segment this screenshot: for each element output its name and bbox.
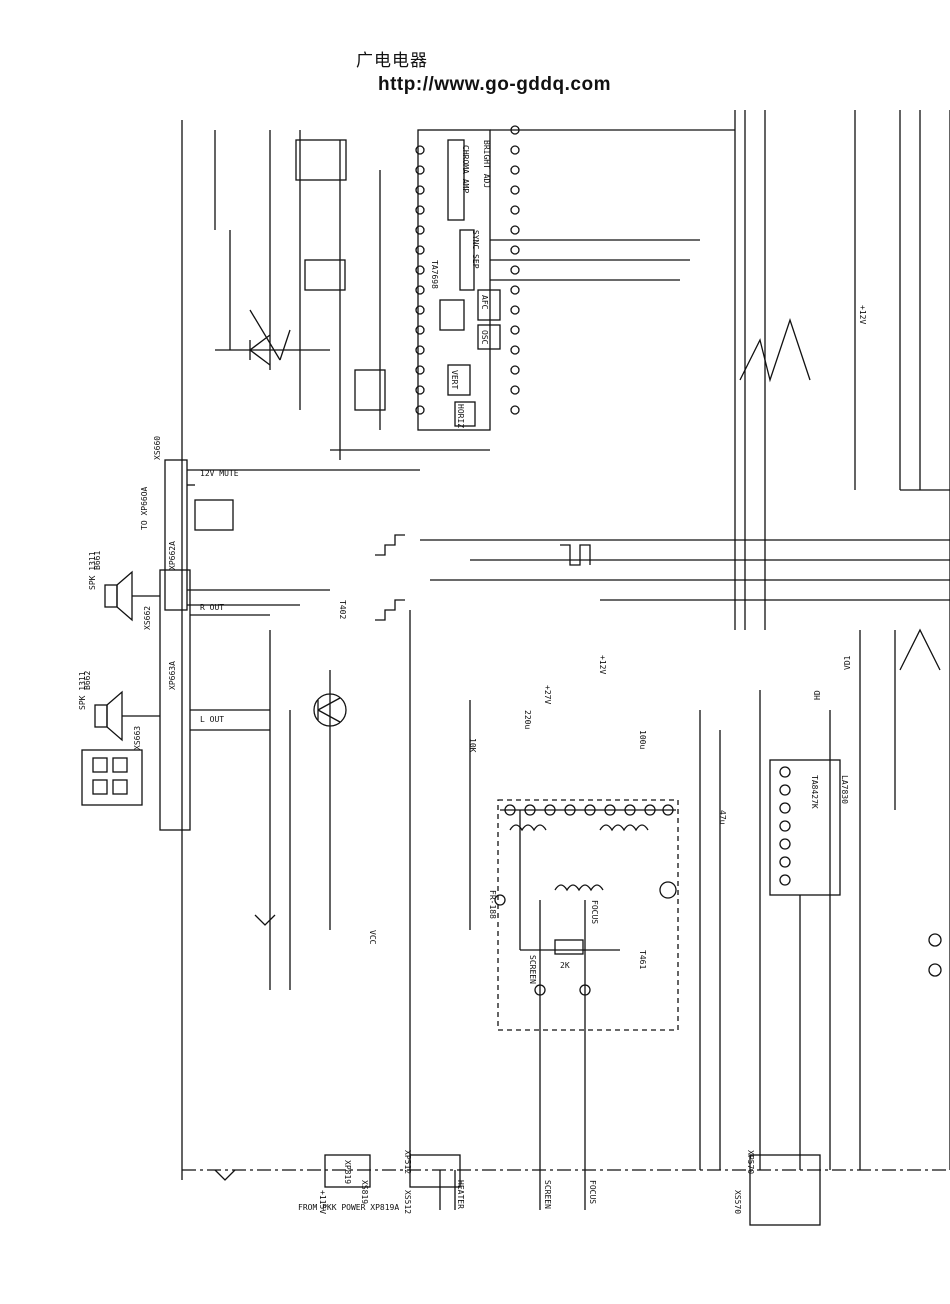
label-c-47u: 47u <box>718 810 727 825</box>
label-r-10k: 10K <box>468 738 477 753</box>
label-t402: T402 <box>338 600 347 619</box>
label-vd1: VD1 <box>843 655 852 670</box>
label-plus-115v: +115V <box>318 1190 327 1214</box>
flyback-transformer <box>497 799 679 1031</box>
page-header: 广电电器 http://www.go-gddq.com <box>0 46 950 102</box>
label-t461: T461 <box>638 950 647 969</box>
label-c-220u: 220u <box>523 710 532 729</box>
output-terminal-block <box>81 749 143 806</box>
label-afc: AFC <box>480 295 489 310</box>
label-horiz: HORIZ <box>456 404 465 428</box>
waveform-horizontal <box>375 534 405 556</box>
site-url: http://www.go-gddq.com <box>378 74 611 95</box>
label-plus-27v: +27V <box>543 685 552 704</box>
label-b662: B662 <box>83 671 92 690</box>
label-xp819: XP819 <box>343 1160 352 1184</box>
label-xs570: XS570 <box>733 1190 742 1214</box>
speaker-b661 <box>104 584 118 608</box>
label-ic-ta8427: TA8427K <box>810 775 819 809</box>
label-ic-ta7698: TA7698 <box>430 260 439 289</box>
label-to-connector: TO XP66OA <box>140 486 149 530</box>
label-xs819: XS819 <box>360 1180 369 1204</box>
label-l-out: L OUT <box>200 715 224 724</box>
label-xs660: XS660 <box>153 436 162 460</box>
connector-xp570 <box>749 1154 821 1226</box>
label-r-out: R OUT <box>200 603 224 612</box>
label-vert: VERT <box>450 370 459 389</box>
label-xp663a: XP663A <box>168 661 177 690</box>
terminal-row <box>504 804 674 816</box>
label-xp512: XP512 <box>403 1150 412 1174</box>
label-bright: BRIGHT ADJ <box>482 140 491 188</box>
circuit-schematic: 12V MUTE TO XP66OA R OUT L OUT SPK 1311 … <box>78 110 950 1226</box>
label-r-2k: 2K <box>560 961 570 970</box>
label-xs663: XS663 <box>133 726 142 750</box>
label-xs512: XS512 <box>403 1190 412 1214</box>
label-hd: HD <box>813 690 822 700</box>
label-from-pkk-power: FROM PKK POWER XP819A <box>298 1203 399 1212</box>
label-screen-left: SCREEN <box>528 955 537 984</box>
label-osc: OSC <box>480 330 489 345</box>
label-fr188: FR-188 <box>488 890 497 919</box>
connector-xp512 <box>409 1154 461 1188</box>
ic-main-block <box>417 129 491 431</box>
ic-vertical-output-pins <box>779 766 791 886</box>
ic-pin-row-left <box>415 145 425 415</box>
label-screen-bottom: SCREEN <box>543 1180 552 1209</box>
label-plus-12v: +12V <box>858 305 867 324</box>
connector-xs660 <box>164 459 188 611</box>
connector-xp819 <box>324 1154 371 1188</box>
ic-pin-row-right <box>510 125 520 415</box>
label-xp570: XP570 <box>746 1150 755 1174</box>
label-sync-sep: SYNC SEP <box>471 230 480 269</box>
label-plus-12v-b: +12V <box>598 655 607 674</box>
label-xs662: XS662 <box>143 606 152 630</box>
label-b661: B661 <box>93 551 102 570</box>
label-c-100u: 100u <box>638 730 647 749</box>
label-xp662a: XP662A <box>168 541 177 570</box>
label-ic-la7830: LA7830 <box>840 775 849 804</box>
label-spk-left: SPK 1311 <box>78 671 87 710</box>
waveform-vertical <box>739 317 811 383</box>
label-chroma-amp: CHROMA AMP <box>461 145 470 193</box>
label-focus-bottom: FOCUS <box>588 1180 597 1204</box>
label-mute: 12V MUTE <box>200 469 239 478</box>
label-focus-left: FOCUS <box>590 900 599 924</box>
label-heater: HEATER <box>456 1180 465 1209</box>
speaker-b662 <box>94 704 108 728</box>
site-name: 广电电器 <box>356 51 428 71</box>
label-vcc: VCC <box>368 930 377 945</box>
label-spk-right: SPK 1311 <box>88 551 97 590</box>
